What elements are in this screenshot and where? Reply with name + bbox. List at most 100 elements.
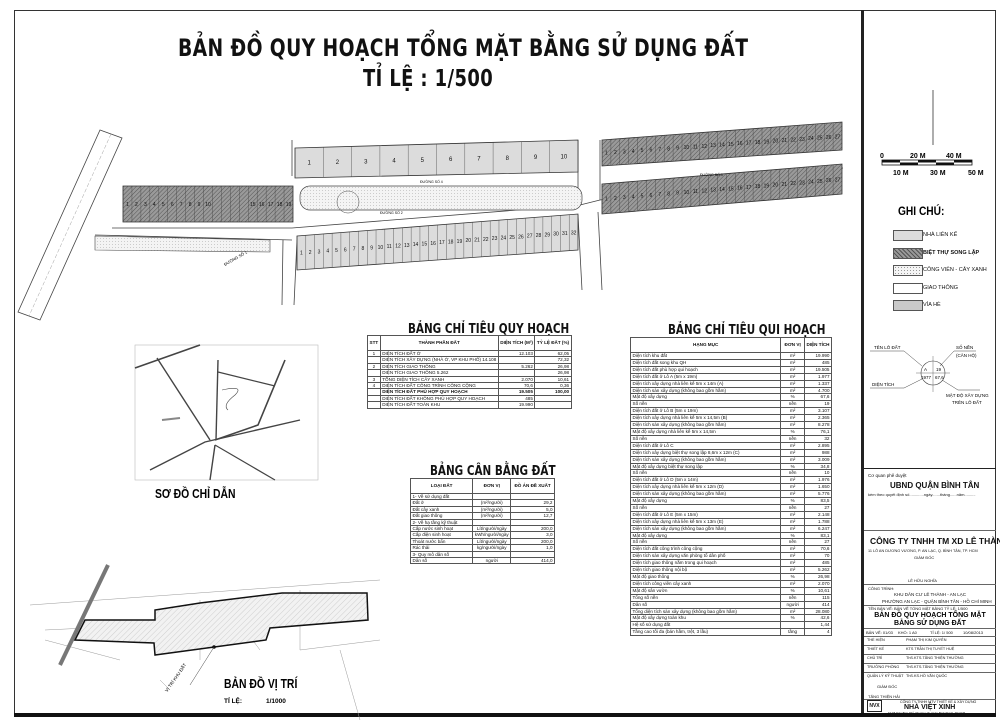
lot-number: 9 xyxy=(534,155,538,161)
scale-label: 50 M xyxy=(968,170,984,177)
lot-number: 7 xyxy=(353,247,356,253)
table-cell: Mật độ xây dựng nhà liên kế 5m x 14,5m xyxy=(629,427,782,436)
lot-number: 13 xyxy=(710,143,716,149)
title-column-divider xyxy=(861,10,864,714)
table-cell: 3.009 xyxy=(804,455,832,464)
table-cell: 5.262 xyxy=(804,566,832,574)
lot-number: 16 xyxy=(430,241,436,247)
lot-number: 18 xyxy=(755,184,761,190)
table-cell xyxy=(510,518,555,527)
lot-number: 22 xyxy=(790,137,796,143)
designer-brand: NHÀ VIỆT XINH xyxy=(904,704,956,711)
lot-number: 14 xyxy=(413,242,419,248)
location-map-scale-label: TỈ LỆ: xyxy=(224,696,242,705)
table-cell: 12,7 xyxy=(510,512,555,520)
lot-number: 31 xyxy=(562,231,568,237)
table-cell: Dân số xyxy=(409,557,474,565)
lot-number: 11 xyxy=(693,189,698,195)
lot-number: 26 xyxy=(826,135,832,141)
staff-name: PHẠM THỊ KIM QUYÊN xyxy=(906,638,947,642)
lot-number: 21 xyxy=(781,182,787,188)
table-cell: Diện tích đất song khu QH xyxy=(629,358,782,367)
table-cell: Diện tích đất ở Lô A (5m x 19m) xyxy=(629,372,782,381)
table-row: Diện tích xây dựng nhà liên kế 5m x 12m … xyxy=(629,483,832,492)
lot-number: 17 xyxy=(746,185,752,191)
table-row: Diện tích sàn xây dựng (không bao gồm hầ… xyxy=(629,421,832,429)
table-cell: Cấp nước sinh hoạt xyxy=(409,524,474,533)
lot-number: 1 xyxy=(126,202,129,208)
lot-number: 23 xyxy=(799,180,805,186)
lot-number: 3 xyxy=(364,159,368,165)
table-can-bang-title: BẢNG CÂN BẰNG ĐẤT xyxy=(430,464,556,479)
lot-number: 10 xyxy=(561,154,568,160)
table-row: Đất giao thông(m²/người)12,7 xyxy=(409,512,555,520)
lot-number: 25 xyxy=(509,235,515,241)
lot-number: 30 xyxy=(553,232,559,238)
table-cell: 1,0 xyxy=(510,544,555,552)
table-row: Mật độ sân vườn%10,61 xyxy=(629,586,832,595)
table-row: Diện tích sàn xây dựng (không bao gồm hầ… xyxy=(629,455,832,464)
table-row: Mật độ xây dựng%83,1 xyxy=(629,531,832,540)
lot-number: 11 xyxy=(693,144,698,150)
table-cell: 988 xyxy=(804,448,832,457)
lot-number: 27 xyxy=(835,177,841,183)
table-cell: người xyxy=(780,600,806,609)
table-cell: 8.278 xyxy=(804,421,832,429)
table-cell: m² xyxy=(780,448,806,457)
lot-number: 16 xyxy=(737,141,743,147)
table-cell: 1.337 xyxy=(804,379,832,388)
lot-number: 6 xyxy=(649,148,652,154)
road-label: ĐƯỜNG SỐ 3 xyxy=(700,172,723,177)
lot-number: 13 xyxy=(404,243,410,249)
table-cell: nền xyxy=(780,593,806,602)
table-cell: m² xyxy=(780,407,806,416)
director-name: LÊ HỮU NGHĨA xyxy=(908,578,937,583)
legend-label: BIỆT THỰ SONG LẬP xyxy=(923,249,980,256)
lot-number: 1 xyxy=(307,161,311,167)
table-cell: Diện tích đất ở Lô C xyxy=(629,441,782,450)
lot-number: 19 xyxy=(457,239,463,245)
lot-number: 4 xyxy=(392,159,396,165)
table-cell: Mật độ giao thông xyxy=(629,573,782,581)
lot-number: 8 xyxy=(506,156,510,162)
table-cell: m² xyxy=(780,552,806,561)
table-row: Diện tích sàn xây dựng văn phòng tổ dân … xyxy=(629,552,832,561)
table-cell: % xyxy=(780,462,806,471)
lot-number: 6 xyxy=(449,157,453,163)
table-cell: 28.080 xyxy=(804,607,832,616)
table-cell: 83,1 xyxy=(804,531,832,540)
table-cell: Diện tích đất công trình công cộng xyxy=(629,545,782,554)
location-map: VỊ TRÍ KHU ĐẤT xyxy=(29,564,381,721)
lot-number: 9 xyxy=(198,202,201,208)
table-cell: Hệ số sử dụng đất xyxy=(629,621,782,630)
lot-number: 18 xyxy=(448,240,454,246)
lot-number: 2 xyxy=(336,160,340,166)
table-cell: % xyxy=(780,573,806,581)
table-cell: 4 xyxy=(804,628,832,637)
lot-number: 4 xyxy=(153,202,156,208)
lot-number: 27 xyxy=(835,134,841,140)
table-row: DIỆN TÍCH XÂY DỰNG (NHÀ Ở, VP KHU PHỐ) 1… xyxy=(367,356,572,364)
table-cell: m² xyxy=(780,358,806,367)
table-cell: m² xyxy=(780,510,806,519)
lot-number: 11 xyxy=(387,244,392,250)
table-cell: 19.990 xyxy=(804,352,832,360)
table-cell: Số nền xyxy=(629,400,782,409)
table-cell: DIỆN TÍCH ĐẤT CÔNG TRÌNH CÔNG CỘNG xyxy=(379,381,499,390)
legend-label: GIAO THÔNG xyxy=(923,284,959,291)
area-value: 1977 xyxy=(921,375,932,380)
table-cell: Diện tích sàn xây dựng văn phòng tổ dân … xyxy=(629,552,782,561)
table-cell: (m²/người) xyxy=(472,499,512,507)
table-cell: Diện tích xây dựng nhà liên kế 5m x 14,5… xyxy=(629,414,782,423)
